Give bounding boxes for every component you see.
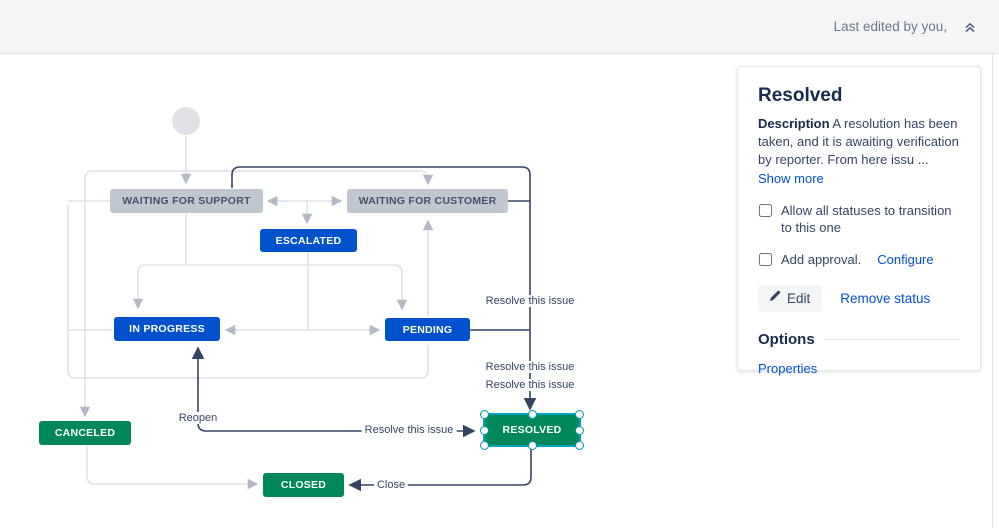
edit-button[interactable]: Edit [758, 285, 823, 313]
panel-title: Resolved [758, 85, 843, 106]
transition-label-close[interactable]: Close [373, 479, 409, 491]
add-approval-row: Add approval. Configure [758, 252, 960, 269]
add-approval-label: Add approval. [781, 251, 862, 267]
edit-button-label: Edit [787, 290, 811, 306]
status-label: WAITING FOR SUPPORT [122, 195, 251, 207]
transition-label-resolve[interactable]: Resolve this issue [482, 295, 578, 307]
edge-trunk-to-pending[interactable] [186, 264, 408, 311]
transition-label-resolve[interactable]: Resolve this issue [482, 361, 578, 373]
edge-left-loop-to-waiting-customer[interactable] [79, 170, 434, 418]
status-closed[interactable]: CLOSED [263, 473, 344, 497]
collapse-panel-button[interactable] [959, 17, 981, 39]
description-label: Description [758, 116, 830, 131]
show-more-link[interactable]: Show more [758, 170, 824, 186]
status-label: IN PROGRESS [129, 323, 205, 335]
options-heading: Options [758, 331, 815, 349]
start-node[interactable] [172, 107, 200, 135]
status-description: Description A resolution has been taken,… [758, 115, 960, 188]
top-bar: Last edited by you, [0, 0, 999, 54]
status-label: WAITING FOR CUSTOMER [358, 195, 497, 207]
status-label: RESOLVED [502, 424, 562, 436]
remove-status-link[interactable]: Remove status [840, 291, 931, 307]
status-resolved-selected[interactable]: RESOLVED [480, 410, 584, 450]
pencil-icon [768, 290, 781, 306]
transition-label-reopen[interactable]: Reopen [175, 412, 221, 424]
transition-label-resolve[interactable]: Resolve this issue [361, 424, 457, 436]
status-waiting-for-customer[interactable]: WAITING FOR CUSTOMER [347, 189, 508, 213]
status-label: CLOSED [280, 479, 327, 491]
allow-all-statuses-checkbox[interactable] [759, 203, 772, 217]
status-canceled[interactable]: CANCELED [39, 421, 131, 445]
panel-actions: Edit Remove status [758, 285, 960, 313]
options-section: Options [758, 331, 960, 348]
status-pending[interactable]: PENDING [385, 318, 470, 341]
edge-resolved-to-closed[interactable] [348, 448, 532, 492]
status-label: CANCELED [54, 427, 116, 439]
double-chevron-up-icon [962, 22, 978, 38]
status-waiting-for-support[interactable]: WAITING FOR SUPPORT [110, 189, 263, 213]
edge-trunk-to-in-progress[interactable] [132, 264, 186, 310]
configure-link[interactable]: Configure [877, 251, 934, 267]
edge-reopen-resolve[interactable] [191, 346, 476, 438]
status-label: PENDING [402, 323, 453, 336]
edge-bottom-loop[interactable] [67, 205, 429, 379]
allow-all-statuses-row: Allow all statuses to transition to this… [758, 203, 960, 237]
status-label: ESCALATED [275, 234, 342, 247]
last-edited-text: Last edited by you, [833, 19, 947, 34]
add-approval-checkbox[interactable] [759, 252, 772, 266]
viewport-divider [992, 54, 993, 528]
options-divider [824, 339, 960, 341]
edge-canceled-to-closed[interactable] [86, 446, 259, 490]
edge-waiting-support-to-resolved[interactable] [231, 166, 537, 411]
description-text: A resolution has been taken, and it is a… [758, 116, 959, 168]
transition-label-resolve[interactable]: Resolve this issue [482, 379, 578, 391]
properties-link[interactable]: Properties [758, 361, 818, 377]
allow-all-statuses-label: Allow all statuses to transition to this… [781, 202, 952, 235]
status-detail-panel: Resolved Description A resolution has be… [737, 66, 981, 376]
status-in-progress[interactable]: IN PROGRESS [114, 317, 220, 341]
description-ellipsis: ... [917, 152, 929, 168]
status-escalated[interactable]: ESCALATED [260, 229, 357, 252]
